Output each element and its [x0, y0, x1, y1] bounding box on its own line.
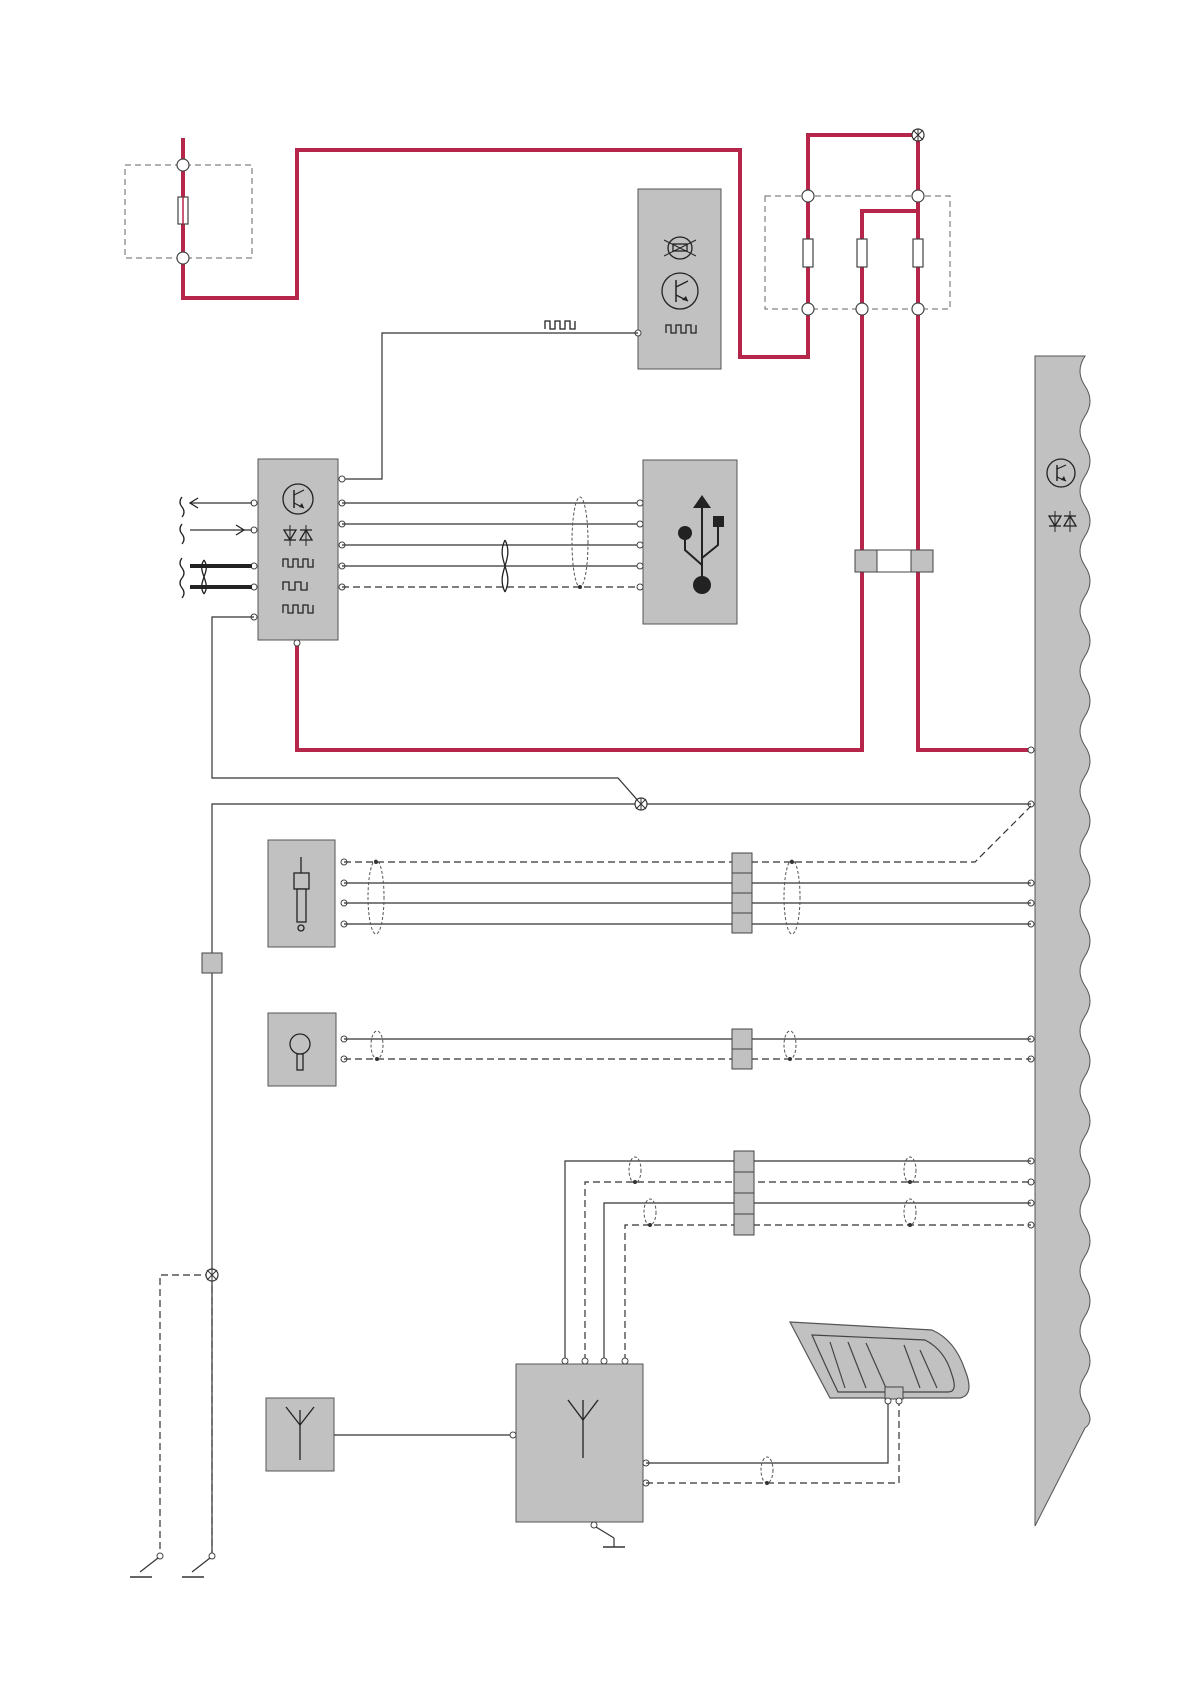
fuse-terminal [177, 252, 189, 264]
fuse-terminal [912, 190, 924, 202]
module-terminal [339, 476, 345, 482]
central-control-module [251, 459, 345, 646]
rear-window-icon [790, 1322, 969, 1398]
signal-wire-control-module [212, 617, 640, 803]
shield-icon [761, 1457, 773, 1483]
module-terminal [885, 1398, 891, 1404]
ground-wire-dashed [160, 1275, 212, 1553]
sensor-module [635, 189, 721, 369]
fuse-icon [803, 239, 813, 267]
splice-icon [635, 798, 647, 810]
usb-bus-wires [342, 497, 640, 592]
rear-antenna-wires [646, 1404, 899, 1485]
pwm-signal-icon [545, 321, 575, 329]
module-terminal [601, 1358, 607, 1364]
antenna-module [266, 1398, 334, 1471]
fuse-icon [913, 239, 923, 267]
pwm-signal-icon [283, 605, 313, 613]
module-terminal [1028, 747, 1034, 753]
module-terminal [582, 1358, 588, 1364]
rear-window-antenna [790, 1322, 969, 1404]
module-terminal [294, 640, 300, 646]
antenna-amplifier-module [510, 1358, 649, 1528]
microphone-wires [344, 1029, 1031, 1069]
shield-icon [368, 860, 384, 934]
shield-icon [784, 1031, 796, 1059]
microphone-module [268, 1013, 347, 1086]
ground-icon [130, 1553, 215, 1577]
inline-connector [734, 1151, 754, 1235]
module-terminal [637, 542, 643, 548]
module-terminal [510, 1432, 516, 1438]
ground-icon [596, 1527, 625, 1547]
audio-jack-wires [344, 806, 1031, 934]
signal-wire-sensor [342, 333, 638, 479]
power-wires [183, 135, 1030, 750]
control-module-io [180, 497, 252, 598]
power-wire-fuse-2 [862, 211, 918, 309]
fuse-terminal [177, 159, 189, 171]
module-terminal [637, 563, 643, 569]
audio-jack-module [268, 840, 347, 947]
inline-connector [732, 853, 752, 933]
wire-connector [855, 550, 933, 572]
bus-connector [202, 953, 222, 973]
fuse-box-right [765, 190, 950, 315]
splice-icon [912, 129, 924, 141]
module-terminal [622, 1358, 628, 1364]
fuse-terminal [802, 190, 814, 202]
fuse-terminal [856, 303, 868, 315]
module-terminal [637, 500, 643, 506]
fuse-icon [857, 239, 867, 267]
module-terminal [637, 584, 643, 590]
power-wire-main-unit [918, 196, 1030, 750]
pwm-signal-icon [283, 559, 313, 567]
module-terminal [896, 1398, 902, 1404]
usb-module [637, 460, 737, 624]
shield-icon [371, 1031, 383, 1059]
splice-icon [206, 1269, 218, 1281]
shield-icon [784, 860, 800, 934]
fuse-terminal [802, 303, 814, 315]
module-terminal [637, 521, 643, 527]
fuse-box-left [125, 159, 252, 264]
inline-connector [732, 1029, 752, 1069]
fuse-terminal [912, 303, 924, 315]
module-terminal [562, 1358, 568, 1364]
shield-icon [572, 497, 588, 587]
pwm-signal-icon [666, 325, 696, 333]
main-control-unit [1028, 356, 1090, 1526]
